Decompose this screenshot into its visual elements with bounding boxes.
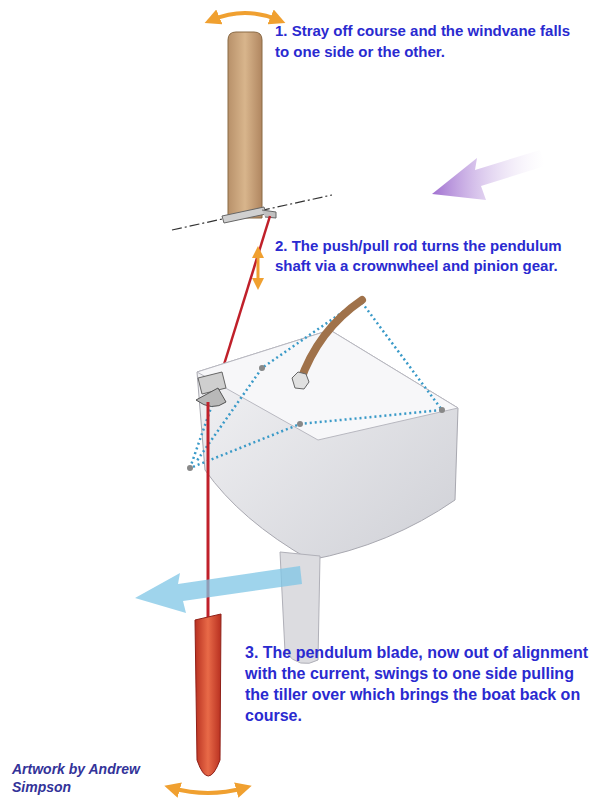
wind-arrow	[432, 150, 545, 200]
rod-motion-arrow	[257, 252, 260, 284]
crownwheel-gear	[196, 388, 226, 407]
boat-deck	[197, 330, 458, 440]
tiller	[300, 300, 362, 382]
swing-arrow	[212, 13, 278, 20]
turning-block	[297, 421, 303, 427]
pivot-axis	[172, 195, 332, 230]
windvane	[228, 32, 262, 218]
current-arrow	[135, 566, 302, 613]
pivot-axle	[222, 207, 266, 223]
callout-note: 2. The push/pull rod turns the pendulum …	[275, 236, 585, 276]
callout-note: 1. Stray off course and the windvane fal…	[275, 20, 580, 62]
callout-note: 3. The pendulum blade, now out of alignm…	[245, 642, 595, 726]
turning-block	[259, 365, 265, 371]
control-lines	[190, 300, 442, 468]
rudder-stock	[292, 372, 309, 389]
credit-text: Artwork by Andrew Simpson	[12, 760, 202, 796]
swing-arrow	[172, 788, 244, 793]
pendulum-blade	[195, 614, 221, 776]
gear-housing	[198, 372, 226, 394]
turning-block	[187, 465, 193, 471]
boat-hull	[197, 330, 458, 560]
turning-block	[439, 407, 445, 413]
